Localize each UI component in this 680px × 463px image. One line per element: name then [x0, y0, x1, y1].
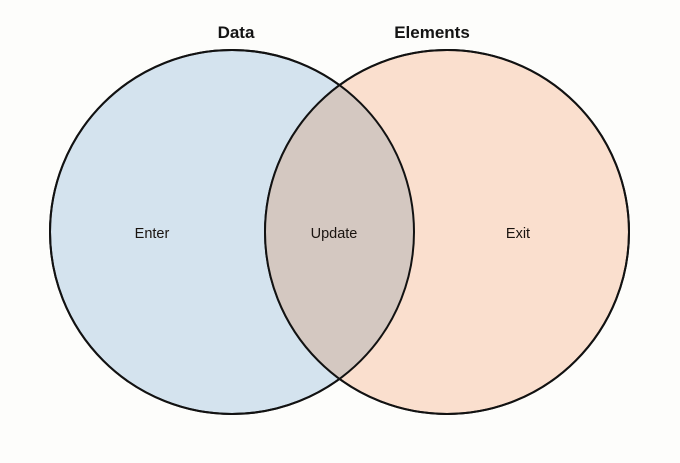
region-label-enter: Enter — [135, 226, 170, 242]
set-outline-data — [49, 49, 415, 415]
region-label-update: Update — [311, 226, 358, 242]
region-label-exit: Exit — [506, 226, 530, 242]
intersection-group — [265, 50, 629, 414]
set-title-data: Data — [218, 23, 255, 42]
set-title-elements: Elements — [394, 23, 470, 42]
set-outline-elements — [264, 49, 630, 415]
intersection-region-update[interactable] — [265, 50, 629, 414]
